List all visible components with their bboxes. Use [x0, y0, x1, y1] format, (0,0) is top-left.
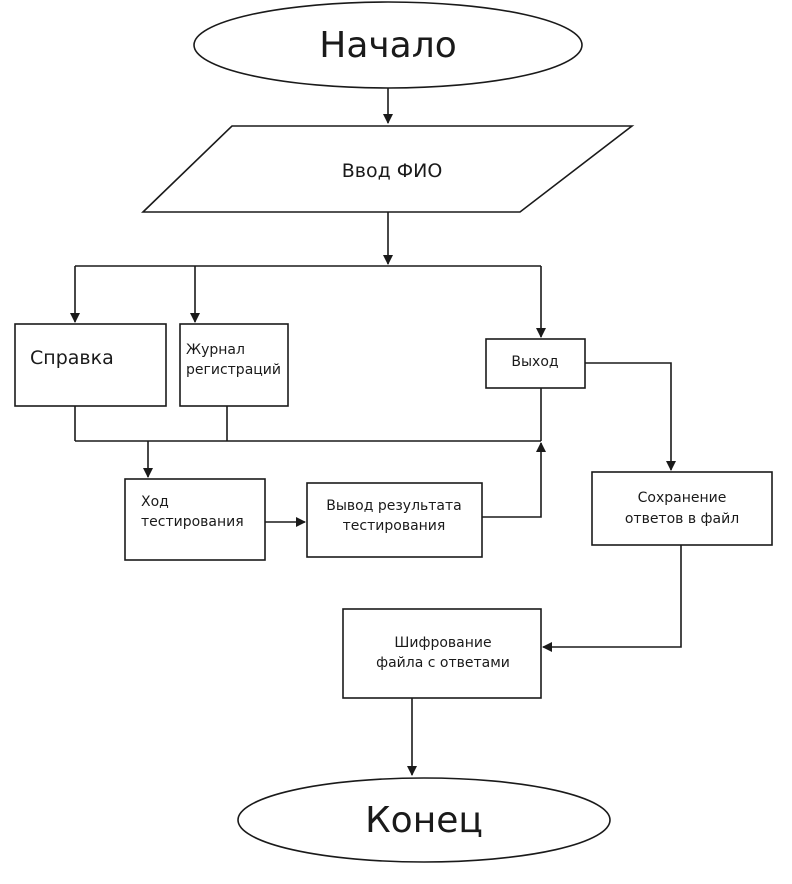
- encrypt-label-line2: файла с ответами: [376, 655, 510, 671]
- save-answers-label-line1: Сохранение: [638, 490, 727, 506]
- save-answers-node: Сохранение ответов в файл: [591, 471, 773, 546]
- test-progress-node: Ход тестирования: [124, 478, 266, 561]
- encrypt-node: Шифрование файла с ответами: [342, 608, 542, 699]
- end-label: Конец: [365, 800, 483, 841]
- journal-label-line2: регистраций: [186, 362, 281, 378]
- input-fio-node: Ввод ФИО: [141, 125, 635, 213]
- edge-save-encrypt: [542, 545, 682, 652]
- end-terminator: Конец: [237, 777, 611, 863]
- encrypt-label-line1: Шифрование: [394, 635, 491, 651]
- test-result-label-line1: Вывод результата: [326, 498, 462, 514]
- test-progress-label-line1: Ход: [141, 494, 169, 510]
- journal-node: Журнал регистраций: [179, 323, 289, 407]
- save-answers-label-line2: ответов в файл: [625, 511, 739, 527]
- start-label: Начало: [319, 25, 457, 66]
- help-label: Справка: [30, 347, 114, 369]
- edge-exit-save: [585, 362, 676, 471]
- help-node: Справка: [14, 323, 167, 407]
- exit-label: Выход: [511, 354, 558, 370]
- test-result-node: Вывод результата тестирования: [306, 482, 483, 558]
- start-terminator: Начало: [193, 1, 583, 89]
- test-result-label-line2: тестирования: [343, 518, 446, 534]
- journal-label-line1: Журнал: [186, 342, 245, 358]
- exit-node: Выход: [485, 338, 586, 389]
- input-fio-label: Ввод ФИО: [342, 160, 443, 182]
- test-progress-label-line2: тестирования: [141, 514, 244, 530]
- edge-result-exit: [482, 442, 546, 518]
